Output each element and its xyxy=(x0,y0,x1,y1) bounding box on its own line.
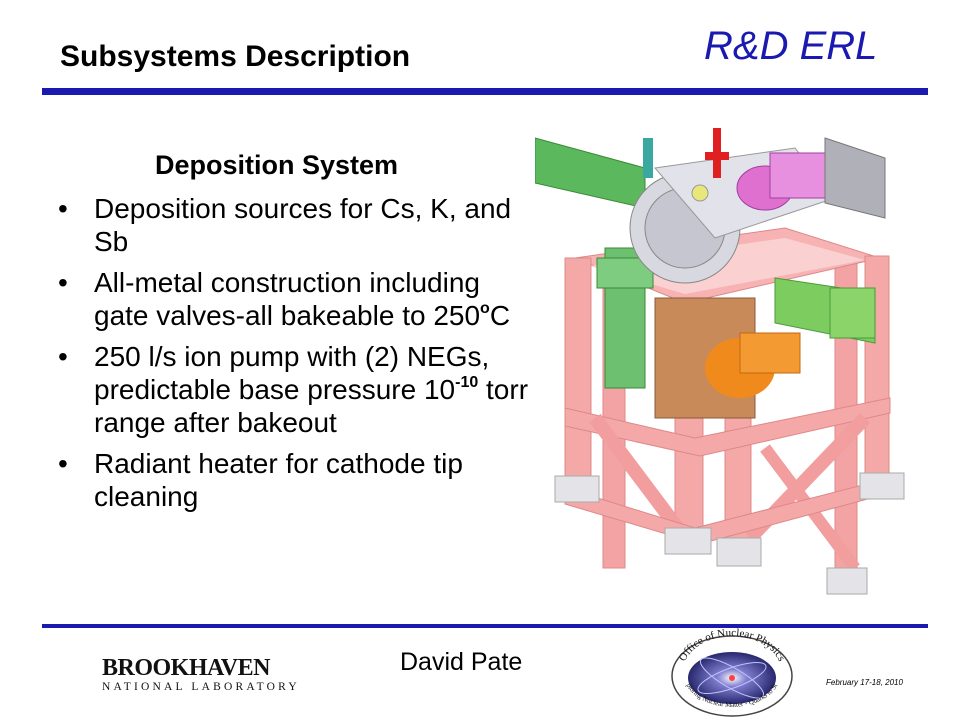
section-heading: Deposition System xyxy=(155,150,399,180)
presentation-date: February 17-18, 2010 xyxy=(826,678,903,687)
presenter-name: David Pate xyxy=(400,648,523,676)
office-of-nuclear-physics-logo: Office of Nuclear Physics Exploring Nucl… xyxy=(668,628,793,717)
bullet-item: All-metal construction including gate va… xyxy=(50,266,530,332)
brand-label: R&D ERL xyxy=(704,24,878,68)
brookhaven-logo-word: BROOKHAVEN xyxy=(102,655,270,681)
header-rule xyxy=(42,88,928,95)
footer-rule xyxy=(42,624,928,628)
brookhaven-logo: BROOKHAVEN NATIONAL LABORATORY xyxy=(102,656,300,693)
slide-title: Subsystems Description xyxy=(60,40,411,73)
bullet-item: 250 l/s ion pump with (2) NEGs, predicta… xyxy=(50,340,530,439)
brookhaven-logo-subtitle: NATIONAL LABORATORY xyxy=(102,681,300,693)
bullet-item: Radiant heater for cathode tip cleaning xyxy=(50,447,530,513)
deposition-system-illustration xyxy=(535,108,910,618)
bullet-list: Deposition sources for Cs, K, and Sb All… xyxy=(50,192,530,521)
bullet-item: Deposition sources for Cs, K, and Sb xyxy=(50,192,530,258)
